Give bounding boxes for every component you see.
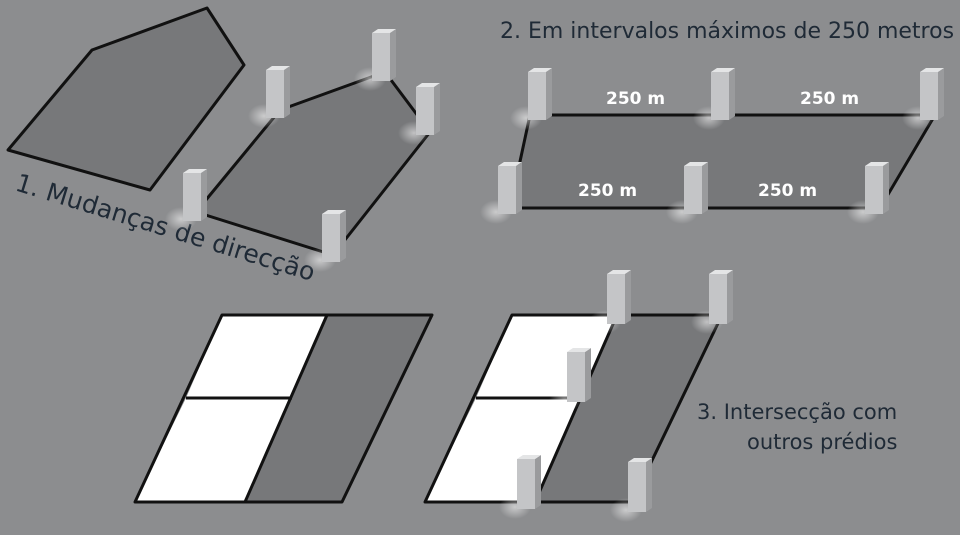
marker-panel1-bottom	[304, 210, 346, 272]
marker-top-face	[416, 83, 440, 87]
marker-side-face	[646, 458, 652, 512]
parcel-pentagon-marked	[194, 70, 432, 257]
marker-front-face	[322, 214, 340, 262]
marker-front-face	[920, 72, 938, 120]
marker-side-face	[585, 348, 591, 402]
marker-front-face	[266, 70, 284, 118]
marker-top-face	[920, 68, 944, 72]
marker-front-face	[628, 462, 646, 512]
marker-front-face	[416, 87, 434, 135]
marker-panel2-bottom-middle	[666, 162, 708, 224]
label-max-interval: 2. Em intervalos máximos de 250 metros	[500, 19, 954, 44]
marker-panel1-top	[354, 29, 396, 91]
parcel-right-strip	[245, 315, 432, 502]
marker-side-face	[434, 83, 440, 135]
distance-label-bottom-left: 250 m	[578, 181, 637, 201]
distance-label-top-left: 250 m	[606, 89, 665, 109]
marker-panel1-left	[165, 169, 207, 231]
marker-side-face	[625, 270, 631, 324]
neighbor-bottom-left	[425, 398, 582, 502]
marker-side-face	[201, 169, 207, 221]
marker-top-face	[498, 162, 522, 166]
marker-front-face	[498, 166, 516, 214]
marker-top-face	[567, 348, 591, 352]
marker-panel2-top-middle	[693, 68, 735, 130]
boundary-markers	[165, 29, 944, 522]
panel-direction-change: 1. Mudanças de direcção	[6, 6, 432, 287]
marker-panel3-top-left	[589, 270, 631, 334]
marker-side-face	[516, 162, 522, 214]
divider-vertical	[243, 314, 329, 503]
marker-side-face	[883, 162, 889, 214]
marker-front-face	[711, 72, 729, 120]
block-outline	[133, 313, 434, 504]
marker-panel3-middle	[549, 348, 591, 412]
marker-front-face	[372, 33, 390, 81]
marker-panel3-top-right	[691, 270, 733, 334]
marker-top-face	[528, 68, 552, 72]
marker-side-face	[938, 68, 944, 120]
marker-side-face	[284, 66, 290, 118]
marker-top-face	[607, 270, 631, 274]
panel-intersection-plain	[133, 313, 434, 504]
marker-top-face	[684, 162, 708, 166]
marker-side-face	[546, 68, 552, 120]
label-intersection-line1: 3. Intersecção com	[697, 400, 897, 424]
marker-front-face	[684, 166, 702, 214]
parcel-right-strip	[535, 315, 722, 502]
marker-side-face	[727, 270, 733, 324]
marker-top-face	[865, 162, 889, 166]
marker-side-face	[390, 29, 396, 81]
marker-front-face	[183, 173, 201, 221]
marker-panel2-bottom-right	[847, 162, 889, 224]
distance-label-top-right: 250 m	[800, 89, 859, 109]
marker-front-face	[607, 274, 625, 324]
marker-top-face	[628, 458, 652, 462]
marker-top-face	[322, 210, 346, 214]
marker-front-face	[567, 352, 585, 402]
marker-front-face	[709, 274, 727, 324]
marker-panel2-bottom-left	[480, 162, 522, 224]
distance-label-bottom-right: 250 m	[758, 181, 817, 201]
marker-front-face	[528, 72, 546, 120]
marker-side-face	[535, 455, 541, 509]
marker-top-face	[709, 270, 733, 274]
neighbor-bottom-left	[135, 398, 292, 502]
marker-panel1-top-left	[248, 66, 290, 128]
marker-panel1-right	[398, 83, 440, 145]
marker-side-face	[340, 210, 346, 262]
marker-panel3-bottom-right	[610, 458, 652, 522]
marker-panel2-top-right	[902, 68, 944, 130]
marker-top-face	[517, 455, 541, 459]
marker-side-face	[702, 162, 708, 214]
parcel-pentagon-plain	[6, 6, 246, 192]
marker-top-face	[372, 29, 396, 33]
marker-top-face	[183, 169, 207, 173]
label-intersection-line2: outros prédios	[747, 430, 897, 454]
neighbor-top-left	[186, 315, 327, 398]
marker-front-face	[865, 166, 883, 214]
marker-top-face	[266, 66, 290, 70]
marker-top-face	[711, 68, 735, 72]
marker-front-face	[517, 459, 535, 509]
panel-intersection-marked: 3. Intersecção com outros prédios	[423, 313, 897, 504]
marker-panel2-top-left	[510, 68, 552, 130]
marker-panel3-bottom-left	[499, 455, 541, 519]
marker-side-face	[729, 68, 735, 120]
